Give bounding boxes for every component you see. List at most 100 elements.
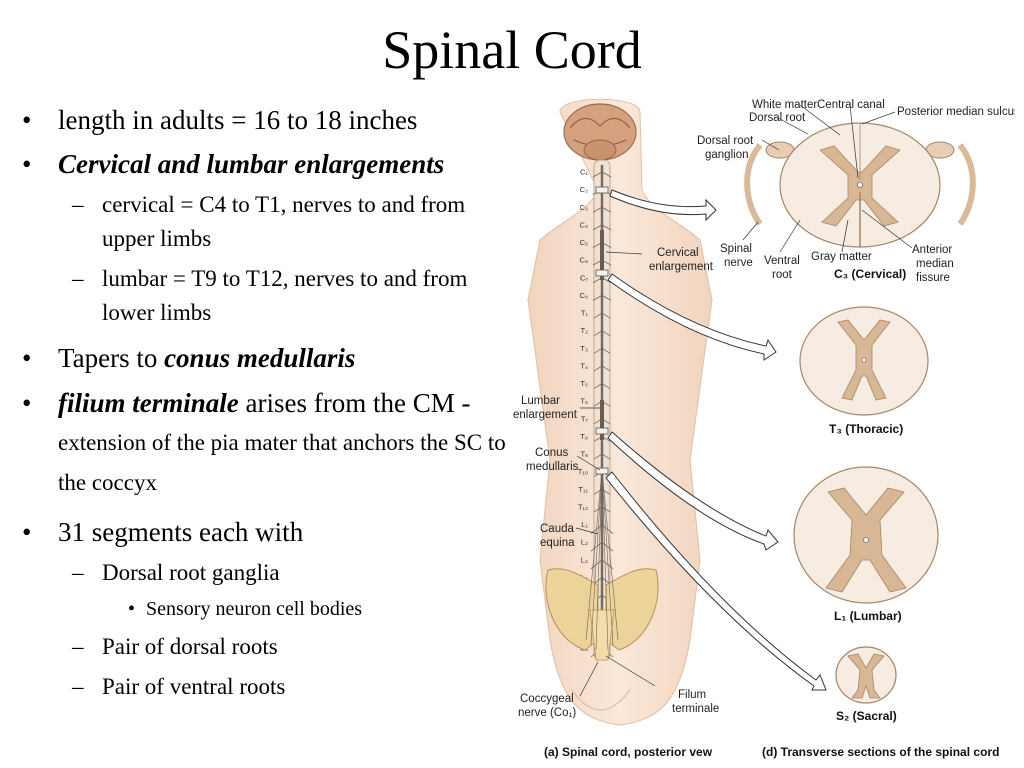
spinal-nerve-branch: [593, 453, 603, 460]
spinal-nerve-branch: [593, 312, 603, 319]
bullet-enlargements: Cervical and lumbar enlargements: [14, 144, 514, 184]
label-conus-1: Conus: [535, 447, 568, 459]
label-coccygeal-2: nerve (Co₁): [518, 707, 576, 719]
cauda-equina: [585, 469, 619, 651]
segment-label: T₄: [580, 361, 588, 370]
spinal-nerve-branch: [601, 400, 611, 407]
bullet-length: length in adults = 16 to 18 inches: [14, 100, 514, 140]
label-t3-thoracic: T₃ (Thoracic): [829, 422, 903, 436]
label-c3-cervical: C₃ (Cervical): [834, 267, 906, 281]
segment-label: T₈: [580, 432, 588, 441]
spinal-nerve-branch: [593, 400, 603, 407]
segment-label: T₁: [581, 309, 589, 318]
bullet-enlargements-text: Cervical and lumbar enlargements: [58, 149, 445, 179]
spinal-nerve-branch: [601, 541, 614, 552]
segment-label: L₁: [581, 520, 588, 529]
label-cauda-1: Cauda: [540, 523, 574, 535]
label-white-matter: White matter: [752, 99, 817, 111]
label-ventral-root-2: root: [772, 269, 793, 281]
spinal-nerve-branch: [601, 453, 611, 460]
label-dorsal-root: Dorsal root: [749, 112, 806, 124]
spinal-nerve-branch: [592, 259, 603, 266]
label-anterior-2: median: [916, 258, 954, 270]
segment-label: T₇: [581, 414, 589, 423]
bullet-filium-term: filium terminale: [58, 388, 239, 418]
label-drg-2: ganglion: [705, 149, 748, 161]
label-ventral-root-1: Ventral: [764, 255, 800, 267]
segment-label: C₈: [579, 291, 588, 300]
section-arrows: [605, 189, 827, 691]
caption-a: (a) Spinal cord, posterior vew: [544, 745, 713, 759]
spinal-nerve-branch: [590, 541, 603, 552]
sub-sub-bullet-sensory: Sensory neuron cell bodies: [14, 594, 514, 624]
segment-label: L₂: [581, 538, 588, 547]
spinal-nerve-branch: [601, 224, 612, 231]
section-l1-lumbar: [793, 466, 939, 604]
spinal-nerve-branch: [601, 277, 612, 284]
sub-bullet-ventral-roots-text: Pair of ventral roots: [102, 674, 286, 699]
section-c3-cervical: [744, 122, 976, 248]
spinal-nerve-branch: [593, 365, 603, 372]
caption-d: (d) Transverse sections of the spinal co…: [762, 745, 999, 759]
spinal-nerve-branch: [601, 206, 612, 213]
label-filum-1: Filum: [678, 689, 706, 701]
spinal-nerve-branch: [601, 171, 612, 178]
spinal-nerve-branch: [593, 436, 603, 442]
section-markers: [595, 186, 609, 475]
segment-label: T₂: [581, 326, 589, 335]
bullet-filium-rest: extension of the pia mater that anchors …: [58, 430, 506, 495]
spinal-nerve-branch: [593, 418, 603, 425]
leader-lines: [575, 104, 913, 697]
segment-label: C₃: [580, 203, 588, 212]
spinal-nerve-branch: [601, 418, 611, 425]
sub-bullet-dorsal-roots-text: Pair of dorsal roots: [102, 634, 278, 659]
segment-label: T₅: [580, 379, 588, 388]
section-s2-sacral: [835, 646, 897, 704]
sub-bullet-drg-text: Dorsal root ganglia: [102, 560, 280, 585]
spinal-nerve-branch: [601, 383, 611, 389]
spinal-nerve-branch: [593, 347, 603, 354]
label-posterior-median-sulcus: Posterior median sulcus: [897, 106, 1015, 118]
brain-illustration: [563, 103, 637, 161]
spinal-nerve-branch: [601, 259, 612, 266]
segment-label: T₁₁: [578, 485, 588, 494]
bullet-length-text: length in adults = 16 to 18 inches: [58, 105, 418, 135]
segment-label: T₉: [580, 450, 588, 459]
sub-bullet-drg: Dorsal root ganglia: [14, 556, 514, 590]
bullet-filium: filium terminale arises from the CM - ex…: [14, 384, 514, 502]
label-coccygeal-1: Coccygeal: [520, 693, 574, 705]
label-cervical-enlargement-1: Cervical: [657, 247, 699, 259]
sub-sub-bullet-sensory-text: Sensory neuron cell bodies: [146, 598, 363, 620]
label-gray-matter: Gray matter: [811, 251, 872, 263]
label-filum-2: terminale: [672, 703, 719, 715]
spinal-nerve-branch: [592, 277, 603, 284]
spinal-nerve-branch: [592, 206, 603, 213]
spinal-nerve-branch: [601, 347, 611, 354]
label-cauda-2: equina: [540, 537, 575, 549]
bullet-tapers-term: conus medullaris: [164, 343, 356, 373]
label-drg-1: Dorsal root: [697, 135, 754, 147]
figure-labels: White matter Central canal Dorsal root P…: [513, 99, 1015, 759]
segment-label: C₂: [580, 185, 588, 194]
spinal-nerve-branch: [601, 242, 612, 248]
bullet-filium-mid: arises from the CM -: [238, 388, 471, 418]
segment-label: C₆: [580, 256, 588, 265]
spinal-nerve-branch: [601, 365, 611, 372]
label-spinal-nerve-2: nerve: [724, 257, 753, 269]
bullet-segments: 31 segments each with: [14, 512, 514, 552]
label-central-canal: Central canal: [817, 99, 885, 111]
bullet-segments-text: 31 segments each with: [58, 517, 304, 547]
sub-bullet-dorsal-roots: Pair of dorsal roots: [14, 630, 514, 664]
label-lumbar-enlargement-2: enlargement: [513, 409, 578, 421]
body-silhouette: [527, 98, 713, 726]
spinal-nerve-branch: [592, 171, 603, 178]
sub-bullet-ventral-roots: Pair of ventral roots: [14, 670, 514, 704]
spinal-nerve-branch: [601, 312, 611, 319]
spinal-nerve-branch: [601, 436, 611, 442]
label-anterior-3: fissure: [916, 272, 950, 284]
spinal-cord-figure: C₁C₂C₃C₄C₅C₆C₇C₈T₁T₂T₃T₄T₅T₆T₇T₈T₉T₁₀T₁₁…: [513, 98, 1015, 759]
segment-label: C₁: [580, 168, 588, 177]
label-conus-2: medullaris: [526, 461, 579, 473]
label-l1-lumbar: L₁ (Lumbar): [834, 609, 902, 623]
segment-label: T₆: [580, 397, 588, 406]
